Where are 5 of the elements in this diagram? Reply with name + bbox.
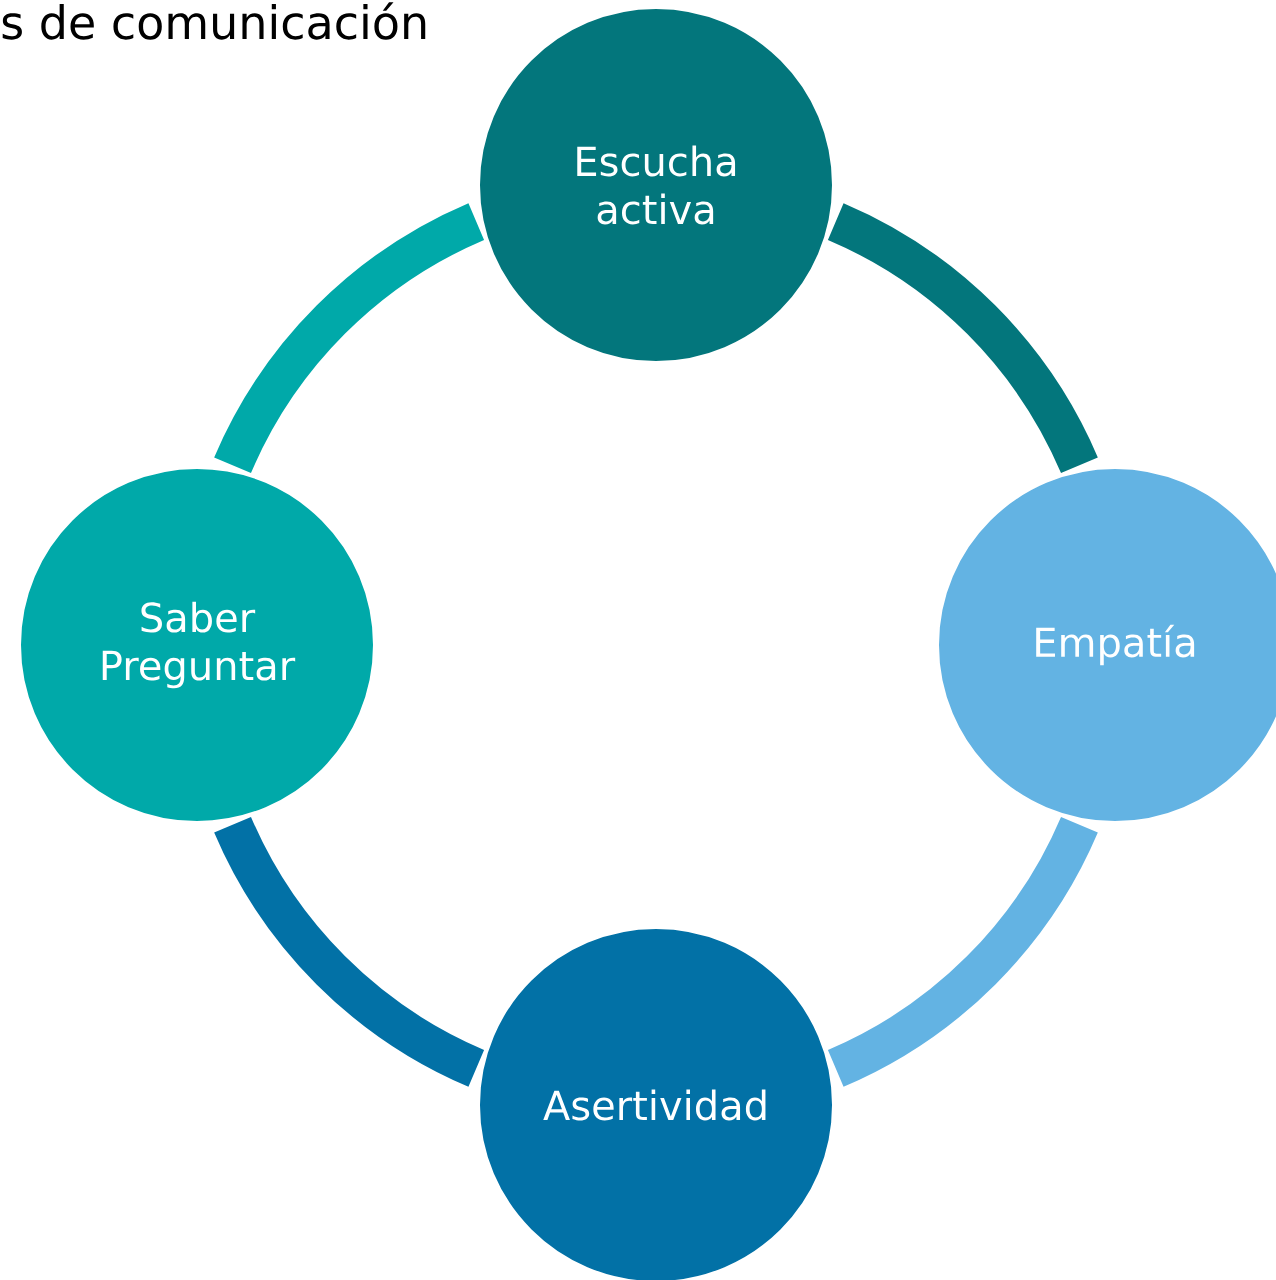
circle-node: Asertividad: [476, 925, 836, 1280]
title: s de comunicación: [2, 2, 426, 40]
circle-node: Saber Preguntar: [17, 465, 377, 825]
circle-node: Escucha activa: [476, 5, 836, 365]
circle-node: Empatía: [935, 465, 1276, 825]
